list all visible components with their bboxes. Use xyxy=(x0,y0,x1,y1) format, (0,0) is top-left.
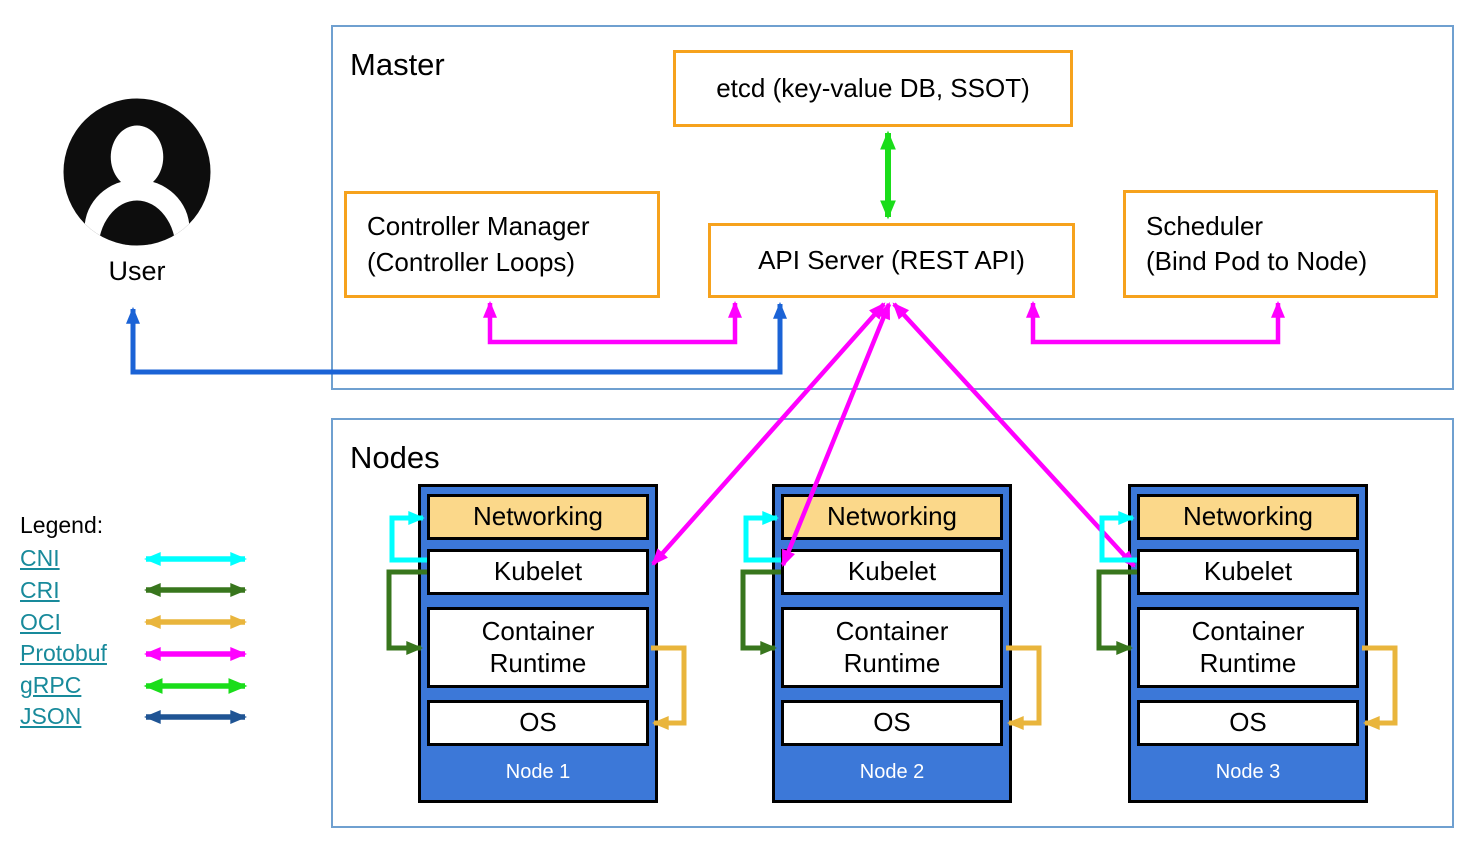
node-2-networking-layer: Networking xyxy=(781,494,1003,540)
node-1-os-layer: OS xyxy=(427,700,649,746)
node-2-os-layer: OS xyxy=(781,700,1003,746)
layer-label: Networking xyxy=(826,501,958,532)
node-3-networking-layer: Networking xyxy=(1137,494,1359,540)
layer-label: Kubelet xyxy=(847,556,937,587)
cni-link[interactable]: CNI xyxy=(20,545,60,571)
user-label: User xyxy=(108,256,166,286)
node-1: Networking Kubelet Container Runtime OS … xyxy=(418,484,658,803)
scheduler-line1: Scheduler xyxy=(1146,210,1264,241)
layer-label: Networking xyxy=(472,501,604,532)
node-3-os-layer: OS xyxy=(1137,700,1359,746)
node-3-container-runtime-layer: Container Runtime xyxy=(1137,607,1359,688)
legend-item-cni: CNI xyxy=(20,545,60,573)
layer-label: Networking xyxy=(1182,501,1314,532)
protobuf-link[interactable]: Protobuf xyxy=(20,640,107,666)
oci-link[interactable]: OCI xyxy=(20,609,61,635)
node-1-kubelet-layer: Kubelet xyxy=(427,549,649,595)
node-3-label: Node 3 xyxy=(1215,760,1281,783)
master-title: Master xyxy=(350,47,445,82)
grpc-link[interactable]: gRPC xyxy=(20,672,82,698)
node-2-kubelet-layer: Kubelet xyxy=(781,549,1003,595)
user-icon xyxy=(63,98,211,246)
layer-label: Container Runtime xyxy=(835,615,949,678)
node-3: Networking Kubelet Container Runtime OS … xyxy=(1128,484,1368,803)
etcd-box: etcd (key-value DB, SSOT) xyxy=(673,50,1073,127)
etcd-label: etcd (key-value DB, SSOT) xyxy=(716,72,1030,103)
node-3-kubelet-layer: Kubelet xyxy=(1137,549,1359,595)
controller-manager-line1: Controller Manager xyxy=(367,211,590,242)
controller-manager-box: Controller Manager (Controller Loops) xyxy=(344,191,660,298)
legend-item-json: JSON xyxy=(20,703,81,731)
cri-link[interactable]: CRI xyxy=(20,577,60,603)
controller-manager-line2: (Controller Loops) xyxy=(367,246,576,277)
layer-label: OS xyxy=(873,707,911,738)
node-2-label: Node 2 xyxy=(859,760,925,783)
legend-item-oci: OCI xyxy=(20,609,61,637)
legend-item-protobuf: Protobuf xyxy=(20,640,107,668)
layer-label: OS xyxy=(519,707,557,738)
layer-label: Container Runtime xyxy=(1191,615,1305,678)
api-server-label: API Server (REST API) xyxy=(758,244,1025,275)
scheduler-box: Scheduler (Bind Pod to Node) xyxy=(1123,190,1438,298)
node-1-networking-layer: Networking xyxy=(427,494,649,540)
node-2-container-runtime-layer: Container Runtime xyxy=(781,607,1003,688)
layer-label: Kubelet xyxy=(1203,556,1293,587)
node-2: Networking Kubelet Container Runtime OS … xyxy=(772,484,1012,803)
layer-label: Kubelet xyxy=(493,556,583,587)
nodes-title: Nodes xyxy=(350,440,440,475)
legend-item-cri: CRI xyxy=(20,577,60,605)
legend-title: Legend: xyxy=(20,512,104,538)
api-server-box: API Server (REST API) xyxy=(708,223,1075,298)
scheduler-line2: (Bind Pod to Node) xyxy=(1146,246,1368,276)
legend-item-grpc: gRPC xyxy=(20,672,81,700)
node-1-label: Node 1 xyxy=(505,760,571,783)
layer-label: Container Runtime xyxy=(481,615,595,678)
node-1-container-runtime-layer: Container Runtime xyxy=(427,607,649,688)
layer-label: OS xyxy=(1229,707,1267,738)
json-link[interactable]: JSON xyxy=(20,703,82,729)
